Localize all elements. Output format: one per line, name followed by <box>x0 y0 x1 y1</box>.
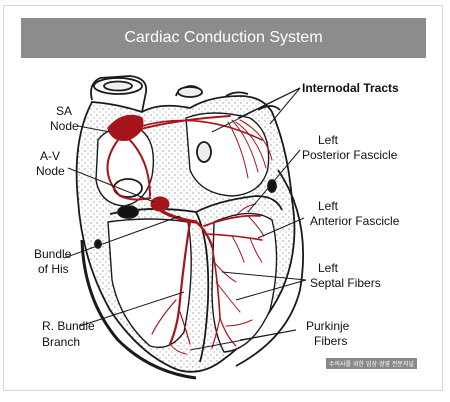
leader-lines <box>63 87 307 351</box>
label-left-posterior-fascicle-2: Posterior Fascicle <box>302 148 398 162</box>
figure-title: Cardiac Conduction System <box>21 18 426 58</box>
label-left-posterior-fascicle-1: Left <box>318 133 339 147</box>
label-internodal-tracts: Internodal Tracts <box>302 81 399 95</box>
label-av-node-1: A-V <box>40 149 60 163</box>
label-r-bundle-branch-1: R. Bundle <box>42 319 95 333</box>
label-left-septal-fibers-1: Left <box>318 261 339 275</box>
label-sa-node-1: SA <box>56 104 72 118</box>
heart-outline <box>75 75 305 380</box>
label-sa-node-2: Node <box>50 119 79 133</box>
label-purkinje-fibers-2: Fibers <box>314 334 347 348</box>
label-left-septal-fibers-2: Septal Fibers <box>310 276 381 290</box>
label-r-bundle-branch-2: Branch <box>42 335 80 349</box>
label-bundle-of-his-2: of His <box>38 262 69 276</box>
label-purkinje-fibers-1: Purkinje <box>306 319 350 333</box>
labels: SA Node A-V Node Bundle of His R. Bundle… <box>34 81 400 349</box>
label-av-node-2: Node <box>36 164 65 178</box>
conduction-system <box>106 114 273 355</box>
label-left-anterior-fascicle-2: Anterior Fascicle <box>310 214 400 228</box>
label-bundle-of-his-1: Bundle <box>34 247 72 261</box>
label-left-anterior-fascicle-1: Left <box>318 199 339 213</box>
watermark: 수의사를 위한 임상·경영 전문저널 <box>326 358 417 369</box>
